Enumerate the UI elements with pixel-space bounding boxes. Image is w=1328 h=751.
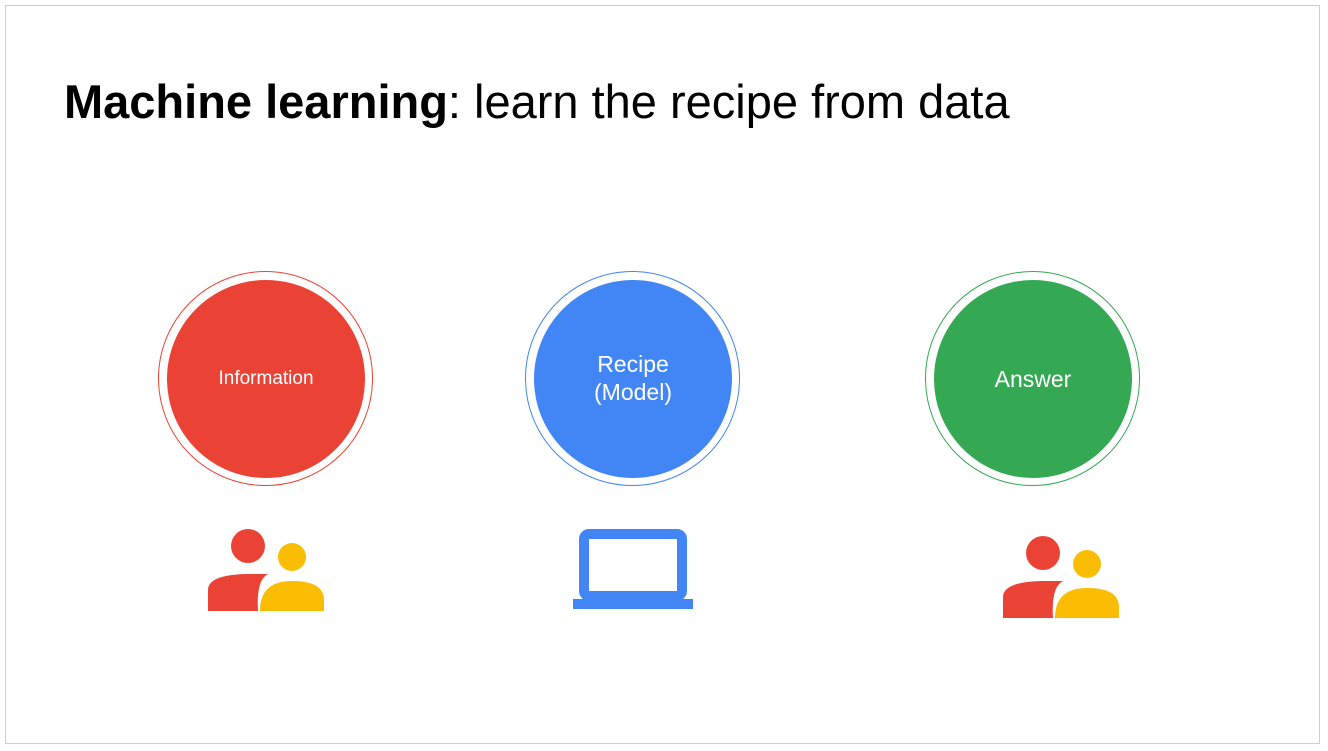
model-label: (Model) <box>594 379 672 405</box>
answer-circle: Answer <box>934 280 1132 478</box>
answer-ring <box>925 271 1140 486</box>
answer-label: Answer <box>994 365 1072 392</box>
people-icon <box>1003 536 1119 618</box>
recipe-label: Recipe <box>597 351 669 378</box>
recipe-circle: Recipe (Model) <box>534 280 732 478</box>
laptop-icon <box>573 529 693 609</box>
slide-title: Machine learning: learn the recipe from … <box>64 74 1010 130</box>
title-bold: Machine learning <box>64 75 448 128</box>
title-rest: : learn the recipe from data <box>447 75 1010 128</box>
recipe-ring <box>525 271 740 486</box>
information-ring <box>158 271 373 486</box>
information-label: Information <box>218 368 314 389</box>
information-circle: Information <box>167 280 365 478</box>
people-icon <box>208 529 324 611</box>
